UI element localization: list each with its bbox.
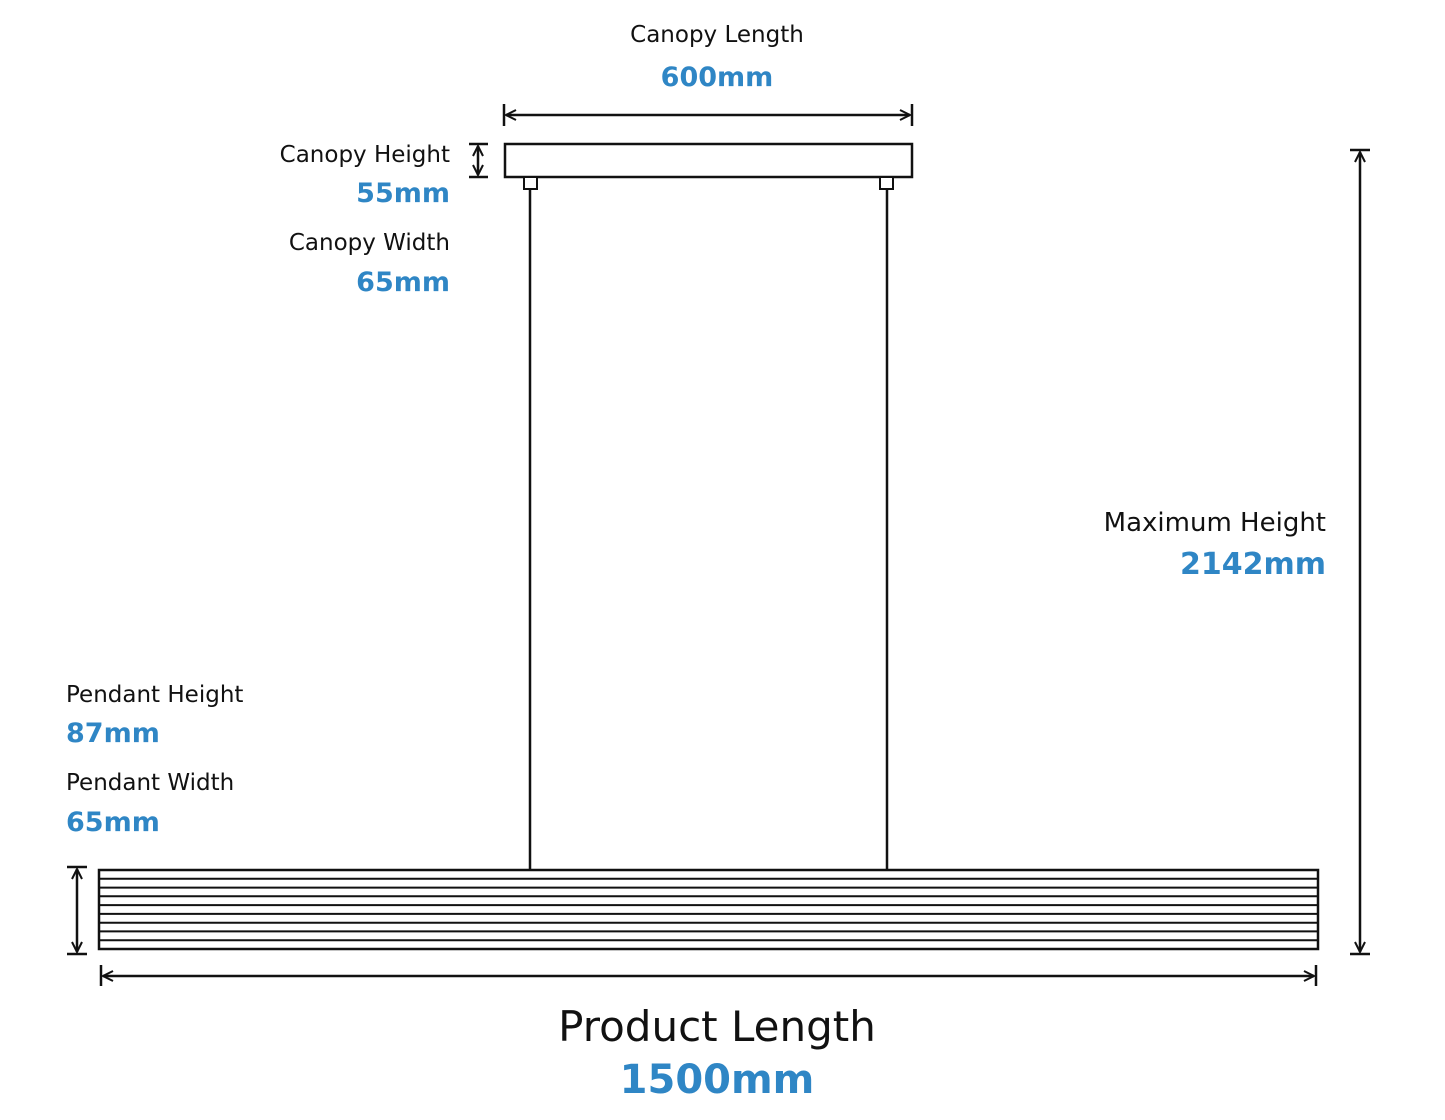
product-length-label: Product Length	[558, 1002, 876, 1051]
canopy-length-value: 600mm	[660, 62, 774, 93]
canopy-rect	[503, 142, 914, 179]
canopy-height-label: Canopy Height	[279, 142, 450, 168]
pendant-width-value: 65mm	[66, 807, 160, 838]
pendant-height-value: 87mm	[66, 718, 160, 749]
canopy-clip-right	[879, 176, 894, 190]
pendant-width-label: Pendant Width	[66, 770, 235, 796]
canopy-width-label: Canopy Width	[288, 230, 450, 256]
canopy-clip-left	[523, 176, 538, 190]
canopy-length-label: Canopy Length	[630, 22, 804, 48]
canopy-width-value: 65mm	[356, 267, 450, 298]
pendant-flutes	[99, 877, 1318, 942]
product-length-value: 1500mm	[619, 1057, 815, 1103]
maximum-height-value: 2142mm	[1179, 547, 1326, 582]
maximum-height-label: Maximum Height	[1103, 508, 1326, 538]
pendant-height-label: Pendant Height	[66, 682, 244, 708]
pendant-body	[97, 868, 1320, 951]
canopy-height-value: 55mm	[356, 178, 450, 209]
